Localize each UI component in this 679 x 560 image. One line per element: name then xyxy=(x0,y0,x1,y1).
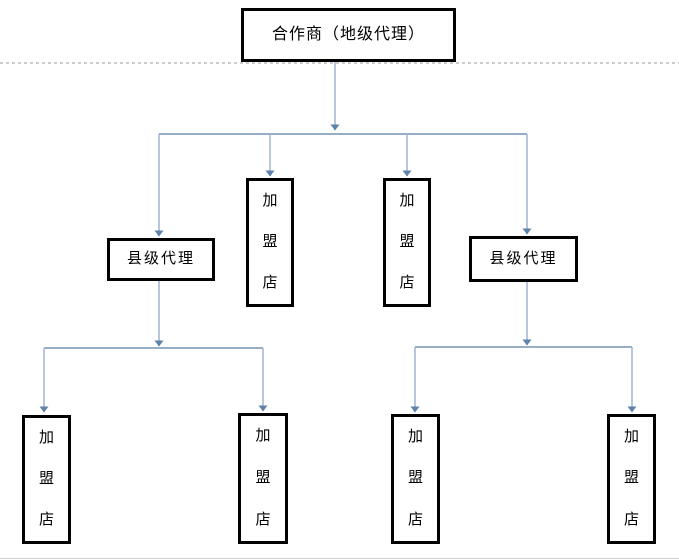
node-label: 县级代理 xyxy=(126,251,195,267)
node-label-char: 店 xyxy=(407,511,423,528)
node-label: 加盟店 xyxy=(249,181,291,304)
node-label-char: 加 xyxy=(262,193,278,209)
node-franchise-mid-left: 加盟店 xyxy=(246,178,294,307)
node-franchise-mid-right: 加盟店 xyxy=(383,178,431,307)
node-label-char: 盟 xyxy=(623,470,639,487)
node-label-char: 加 xyxy=(407,429,423,446)
node-label-char: 盟 xyxy=(38,471,54,487)
node-label-char: 盟 xyxy=(407,470,423,487)
node-label-char: 加 xyxy=(255,428,271,445)
node-label-char: 盟 xyxy=(262,234,278,250)
page-break-dashed-line xyxy=(0,62,679,64)
node-label-char: 加 xyxy=(38,430,54,446)
node-label: 加盟店 xyxy=(610,417,653,541)
node-label: 加盟店 xyxy=(25,418,68,541)
node-label-char: 店 xyxy=(255,511,271,528)
page-bottom-edge-line xyxy=(0,558,679,559)
node-label-char: 店 xyxy=(399,275,415,291)
node-label-char: 加 xyxy=(399,193,415,209)
node-franchise-bottom-2: 加盟店 xyxy=(238,413,288,544)
node-label-char: 盟 xyxy=(399,234,415,250)
node-label: 加盟店 xyxy=(241,416,285,541)
node-county-agent-left: 县级代理 xyxy=(107,238,215,281)
node-label: 县级代理 xyxy=(489,250,558,267)
node-franchise-bottom-1: 加盟店 xyxy=(22,415,71,544)
node-franchise-bottom-4: 加盟店 xyxy=(607,414,656,544)
node-franchise-bottom-3: 加盟店 xyxy=(391,414,440,544)
node-label: 加盟店 xyxy=(386,181,428,304)
node-label: 合作商（地级代理） xyxy=(271,26,425,43)
node-county-agent-right: 县级代理 xyxy=(469,236,578,282)
node-label-char: 盟 xyxy=(255,469,271,486)
node-label-char: 店 xyxy=(623,511,639,528)
node-label-char: 店 xyxy=(38,512,54,528)
node-label: 加盟店 xyxy=(394,417,437,541)
node-label-char: 店 xyxy=(262,275,278,291)
node-partner-top: 合作商（地级代理） xyxy=(241,8,456,62)
node-label-char: 加 xyxy=(623,429,639,446)
